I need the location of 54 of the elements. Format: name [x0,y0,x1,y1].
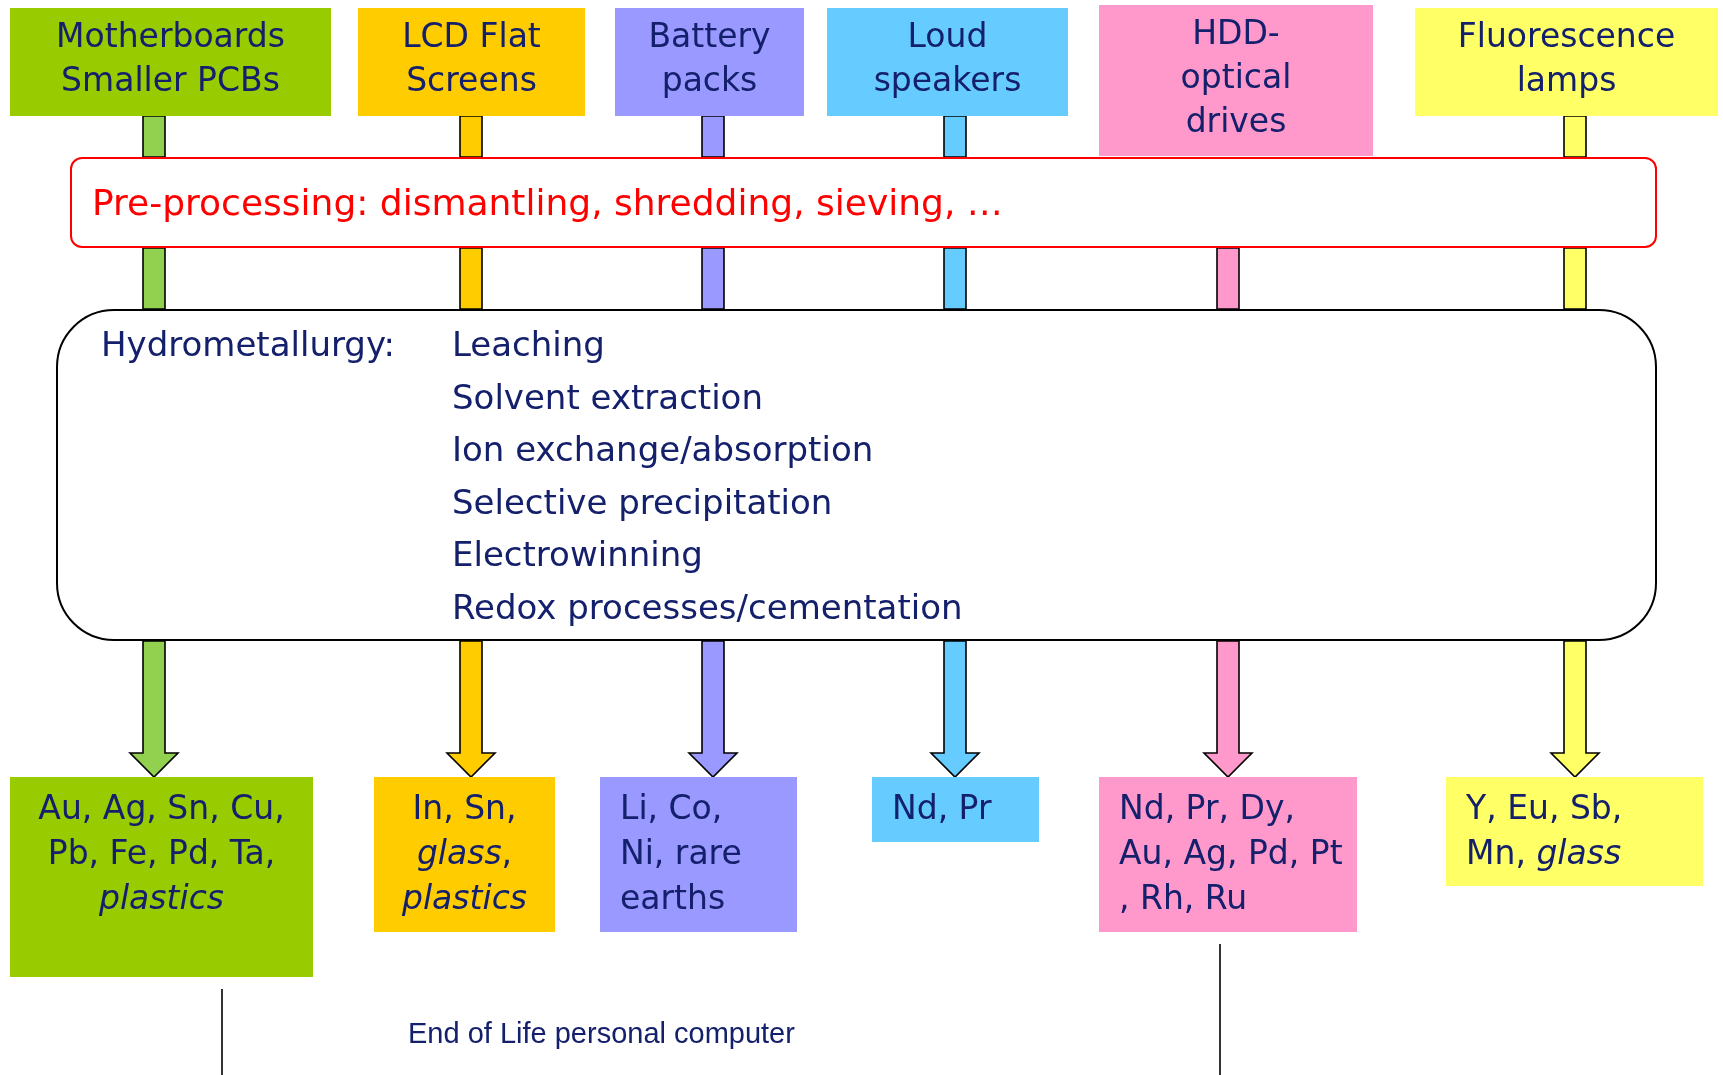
heading-text: Hydrometallurgy: [101,323,395,366]
block-arrow [128,640,180,779]
block-arrow [701,247,725,310]
line [1219,943,1221,1075]
source-box [358,8,585,116]
block-arrow [929,640,981,779]
result-box [374,777,555,932]
source-box [615,8,804,116]
method-text: Leaching [452,323,605,366]
caption-text: End of Life personal computer [408,1017,795,1050]
box-text: LCD Flat Screens [401,15,542,101]
block-arrow [1563,115,1587,158]
box-text: In, Sn, glass, plastics [401,787,528,919]
result-box [1446,777,1703,886]
block-arrow [1216,247,1240,310]
box-text: Motherboards Smaller PCBs [55,15,286,101]
result-box [1099,777,1357,932]
block-arrow [142,115,166,158]
block-arrow [687,640,739,779]
process-box [70,157,1657,248]
block-arrow [459,247,483,310]
block-arrow [1549,640,1601,779]
block-arrow [1563,247,1587,310]
box-text: Nd, Pr [892,787,992,829]
method-text: Solvent extraction [452,375,763,419]
block-arrow [445,640,497,779]
box-text: Loud speakers [872,15,1023,101]
method-text: Redox processes/cementation [452,585,963,629]
box-text: Battery packs [647,15,772,101]
source-box [1415,8,1718,116]
block-arrow [943,115,967,158]
result-box [600,777,797,932]
block-arrow [142,247,166,310]
source-box [1099,5,1373,156]
box-text: Nd, Pr, Dy, Au, Ag, Pd, Pt , Rh, Ru [1119,787,1344,919]
result-box [872,777,1039,842]
source-box [827,8,1068,116]
box-text: Li, Co, Ni, rare earths [620,787,743,919]
box-text: Au, Ag, Sn, Cu, Pb, Fe, Pd, Ta, plastics [37,787,286,919]
result-box [10,777,313,977]
method-text: Ion exchange/absorption [452,428,874,471]
box-text: HDD-optical drives [1179,12,1293,142]
block-arrow [1202,640,1254,779]
method-text: Electrowinning [452,533,703,576]
block-arrow [701,115,725,158]
box-text: Y, Eu, Sb, Mn, glass [1466,787,1624,874]
process-box [56,309,1657,641]
method-text: Selective precipitation [452,480,833,524]
block-arrow [943,247,967,310]
box-text: Fluorescence lamps [1456,15,1677,101]
block-arrow [459,115,483,158]
box-text: Pre-processing: dismantling, shredding, sieving, … [92,182,1004,223]
source-box [10,8,331,116]
line [221,988,223,1075]
